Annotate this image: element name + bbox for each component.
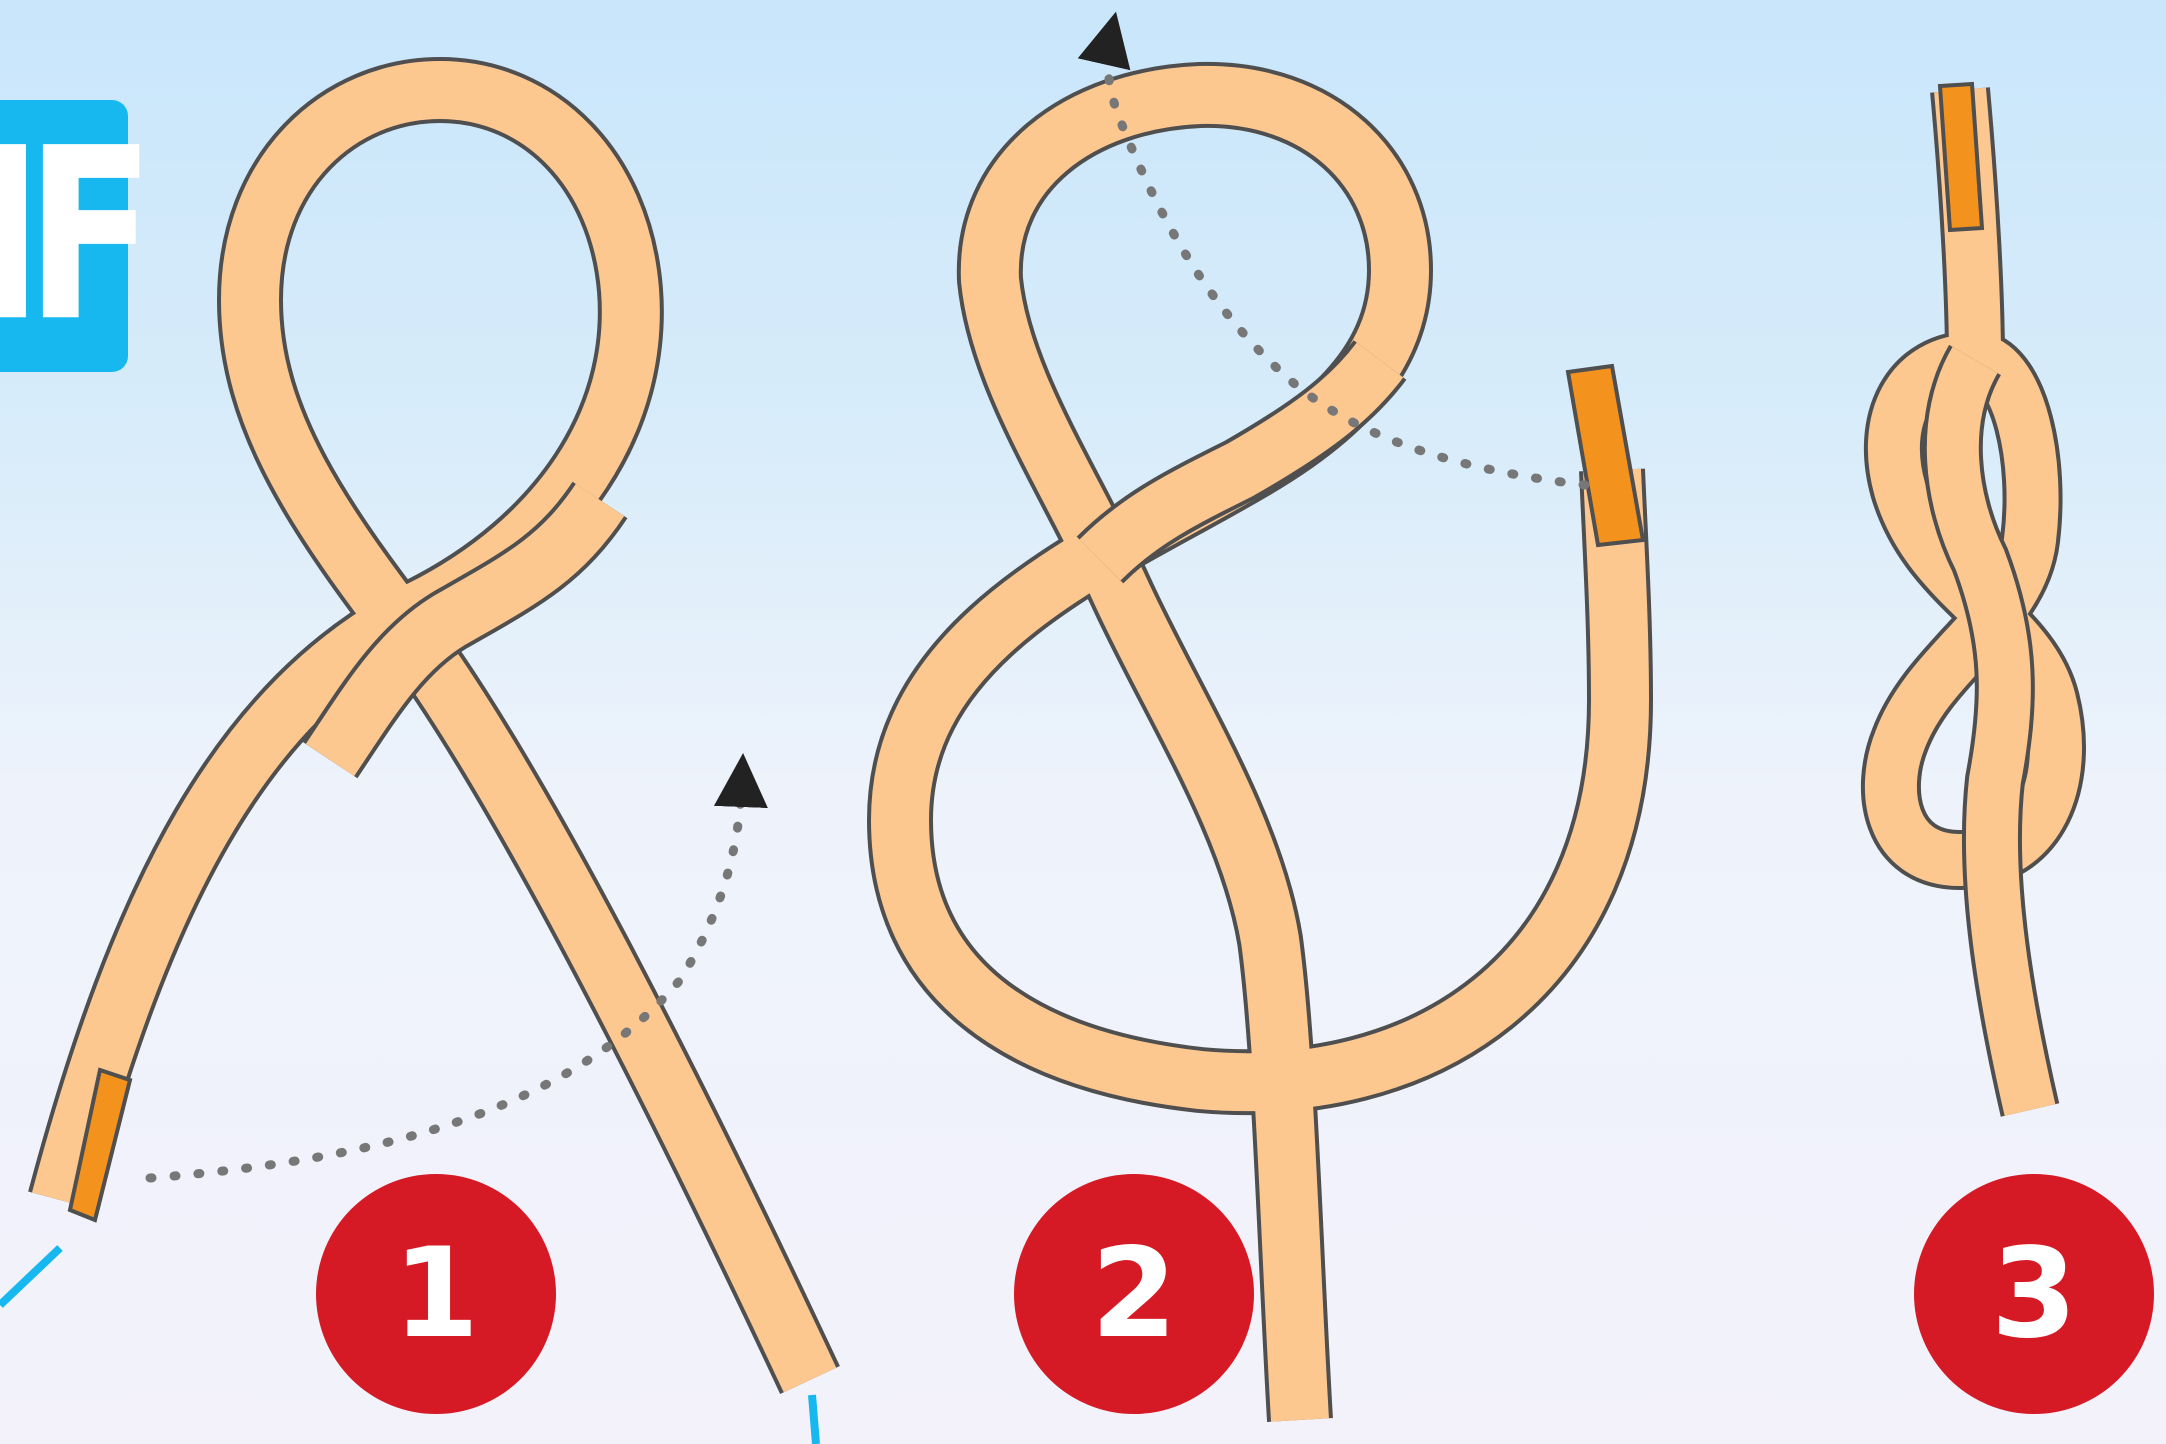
pointer-line-bottom <box>808 1394 820 1444</box>
step-2-number: 2 <box>1090 1222 1178 1366</box>
step-1-number: 1 <box>392 1222 480 1366</box>
brand-logo: IF <box>0 100 155 372</box>
step-2-badge: 2 <box>1014 1174 1254 1414</box>
step-3-badge: 3 <box>1914 1174 2154 1414</box>
step-2-motion-arrow <box>1077 11 1590 490</box>
brand-logo-text: IF <box>0 97 155 374</box>
step-3-number: 3 <box>1990 1222 2078 1366</box>
step-1-motion-arrow <box>145 753 768 1183</box>
step-1-rope <box>28 56 840 1395</box>
step-1-badge: 1 <box>316 1174 556 1414</box>
pointer-line-left <box>0 1245 63 1308</box>
step-3-rope <box>1860 81 2086 1117</box>
step-2-rope <box>866 61 1654 1422</box>
